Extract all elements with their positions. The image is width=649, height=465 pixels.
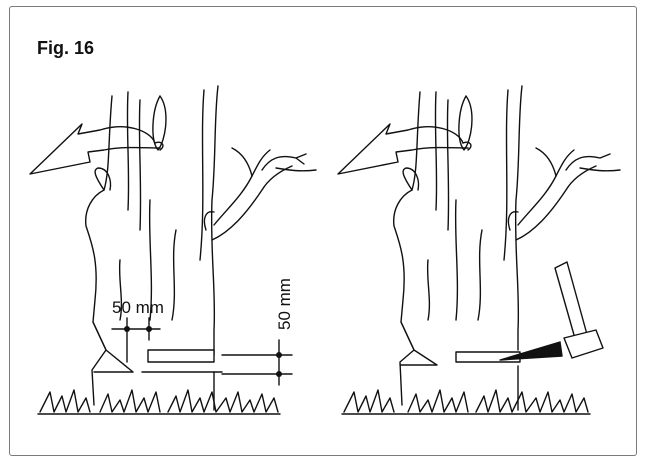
vertical-dimension-label: 50 mm (275, 278, 294, 330)
grass-left (37, 389, 281, 415)
figure-title: Fig. 16 (37, 38, 95, 58)
left-tree (29, 85, 317, 411)
right-tree (337, 85, 621, 411)
grass-right (341, 389, 591, 415)
horizontal-dimension-label: 50 mm (112, 298, 164, 317)
dimension-dots (124, 326, 282, 377)
figure-frame (9, 6, 637, 456)
